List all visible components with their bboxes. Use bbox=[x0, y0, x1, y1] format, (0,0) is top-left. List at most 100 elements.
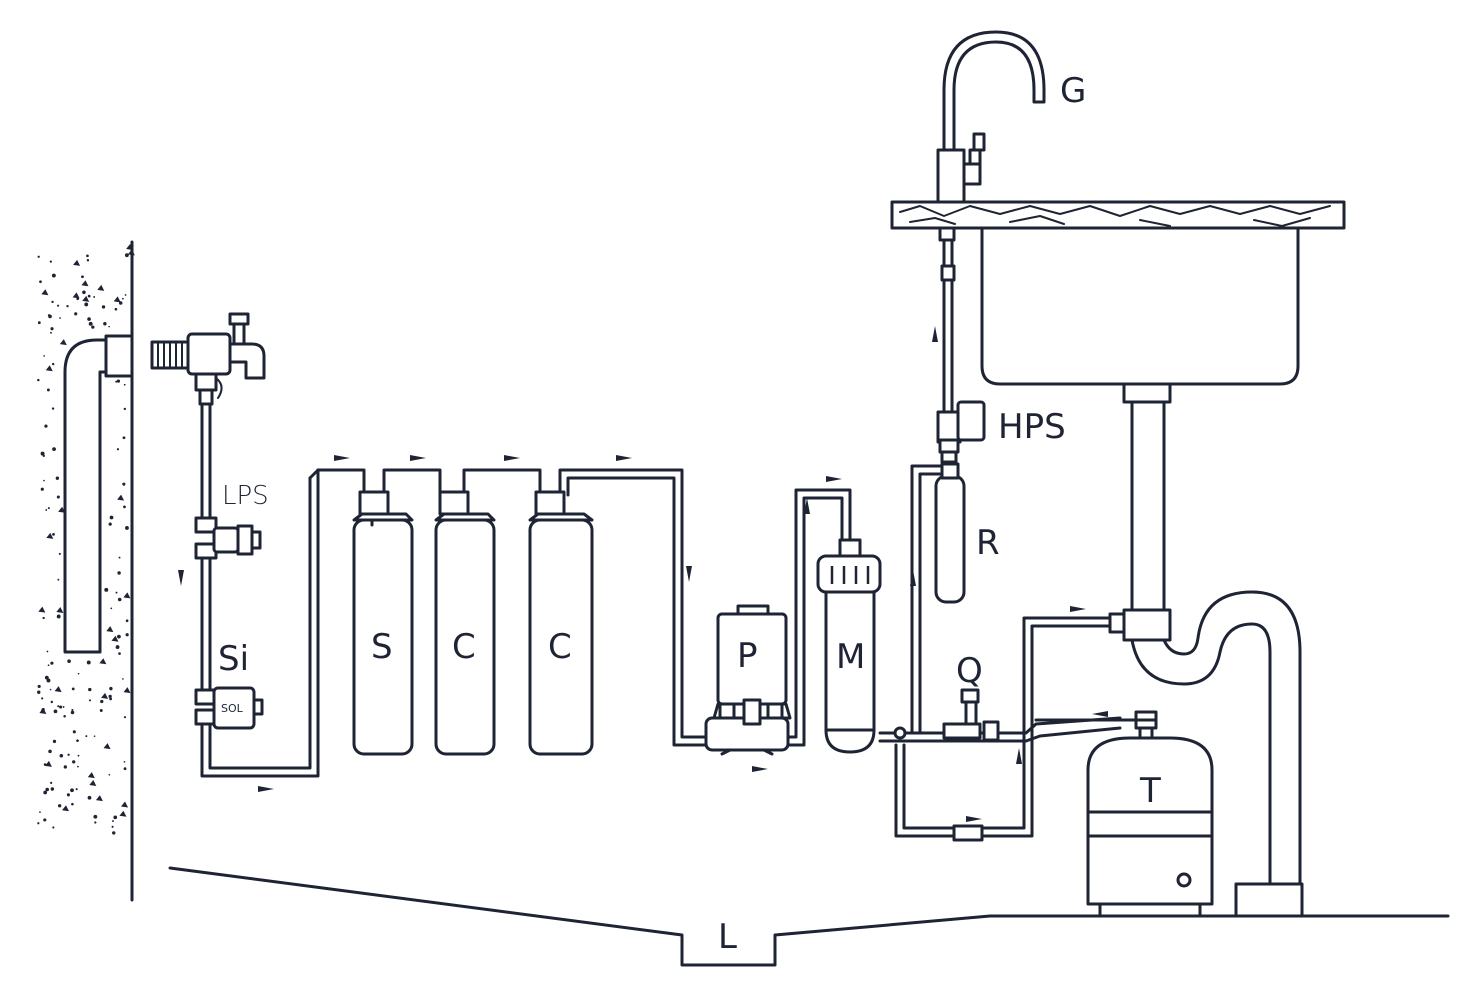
wall-speck bbox=[46, 532, 54, 539]
wall-speck bbox=[127, 249, 135, 256]
wall-speck bbox=[40, 451, 45, 456]
storage-tank: T bbox=[1086, 710, 1214, 918]
wall-speck bbox=[121, 801, 129, 808]
wall-speck bbox=[109, 697, 113, 701]
wall-speck bbox=[51, 300, 54, 304]
wall-speck bbox=[118, 556, 121, 559]
wall-speck bbox=[110, 607, 113, 610]
wall-speck bbox=[66, 793, 70, 797]
wall-speck bbox=[117, 597, 122, 602]
wall-speck bbox=[115, 380, 118, 383]
filter-sediment: S bbox=[352, 490, 414, 756]
wall-speck bbox=[43, 818, 47, 822]
wall-speck bbox=[85, 735, 88, 738]
wall-speck bbox=[123, 505, 126, 509]
sol-tag: SOL bbox=[221, 702, 244, 715]
wall-speck bbox=[103, 322, 107, 326]
wall-texture bbox=[37, 244, 135, 835]
wall-speck bbox=[126, 244, 134, 251]
wall-speck bbox=[125, 526, 129, 530]
wall-speck bbox=[37, 255, 40, 258]
wall-speck bbox=[94, 821, 97, 824]
faucet: G bbox=[936, 30, 1086, 282]
wall-speck bbox=[52, 447, 56, 451]
wall-speck bbox=[54, 686, 62, 693]
wall-speck bbox=[116, 379, 121, 383]
wall-speck bbox=[72, 730, 76, 734]
wall-speck bbox=[50, 327, 54, 331]
wall-speck bbox=[62, 805, 70, 812]
wall-speck bbox=[77, 672, 80, 675]
wall-speck bbox=[86, 258, 90, 262]
wall-speck bbox=[37, 822, 40, 825]
wall-speck bbox=[84, 302, 89, 307]
wall-speck bbox=[45, 365, 53, 372]
solenoid-valve: SOL Si bbox=[194, 639, 264, 730]
tank-label: T bbox=[1139, 771, 1161, 811]
wall-speck bbox=[88, 687, 92, 692]
wall-speck bbox=[99, 658, 107, 665]
wall-speck bbox=[103, 743, 111, 750]
wall-speck bbox=[88, 321, 93, 326]
drain-saddle bbox=[1108, 612, 1126, 634]
wall-speck bbox=[58, 506, 66, 513]
wall-speck bbox=[41, 697, 44, 700]
wall-speck bbox=[86, 254, 89, 258]
wall-speck bbox=[45, 787, 49, 792]
flow-restrictor: Q bbox=[893, 651, 1000, 742]
wall-speck bbox=[56, 495, 60, 499]
wall-speck bbox=[67, 659, 71, 663]
wall-speck bbox=[81, 280, 89, 287]
wall-speck bbox=[122, 678, 124, 680]
wall-speck bbox=[57, 578, 60, 581]
wall-speck bbox=[62, 706, 65, 708]
wall-speck bbox=[47, 314, 51, 317]
wall-speck bbox=[89, 780, 97, 787]
wall-speck bbox=[39, 280, 42, 284]
wall-speck bbox=[71, 687, 75, 691]
wall-speck bbox=[74, 312, 78, 316]
wall-speck bbox=[108, 773, 111, 776]
wall-speck bbox=[77, 765, 79, 768]
wall-speck bbox=[118, 301, 123, 305]
wall-speck bbox=[39, 708, 47, 715]
wall-speck bbox=[93, 296, 96, 298]
wall-speck bbox=[66, 304, 69, 308]
wall-speck bbox=[99, 709, 103, 712]
wall-speck bbox=[51, 273, 56, 278]
wall-speck bbox=[47, 507, 50, 510]
wall-speck bbox=[75, 788, 78, 791]
wall-speck bbox=[82, 290, 86, 295]
wall-speck bbox=[123, 761, 126, 763]
wall-speck bbox=[63, 714, 66, 718]
wall-speck bbox=[117, 494, 125, 501]
hps-label: HPS bbox=[998, 407, 1066, 447]
wall-speck bbox=[57, 304, 60, 307]
wall-speck bbox=[100, 699, 104, 704]
wall-speck bbox=[43, 790, 48, 795]
wall-speck bbox=[122, 436, 126, 440]
wall-speck bbox=[88, 699, 92, 702]
wall-speck bbox=[123, 592, 131, 599]
wall-speck bbox=[53, 709, 58, 714]
wall-speck bbox=[119, 810, 127, 817]
wall-speck bbox=[123, 383, 126, 386]
wall-speck bbox=[113, 296, 121, 303]
wall-speck bbox=[109, 686, 113, 691]
wall-speck bbox=[111, 825, 114, 828]
wall-speck bbox=[51, 362, 55, 366]
wall-speck bbox=[67, 753, 70, 756]
membrane-label: M bbox=[836, 637, 865, 677]
wall-speck bbox=[73, 259, 81, 266]
wall-speck bbox=[101, 692, 109, 699]
wall-speck bbox=[59, 339, 67, 346]
wall-speck bbox=[108, 694, 112, 699]
wall-speck bbox=[40, 487, 44, 491]
wall-speck bbox=[45, 509, 48, 511]
wall-speck bbox=[44, 675, 49, 680]
pump: P bbox=[704, 604, 792, 756]
drain-label: L bbox=[718, 917, 737, 957]
wall-speck bbox=[49, 260, 52, 263]
sink bbox=[890, 200, 1346, 918]
wall-speck bbox=[43, 355, 45, 357]
